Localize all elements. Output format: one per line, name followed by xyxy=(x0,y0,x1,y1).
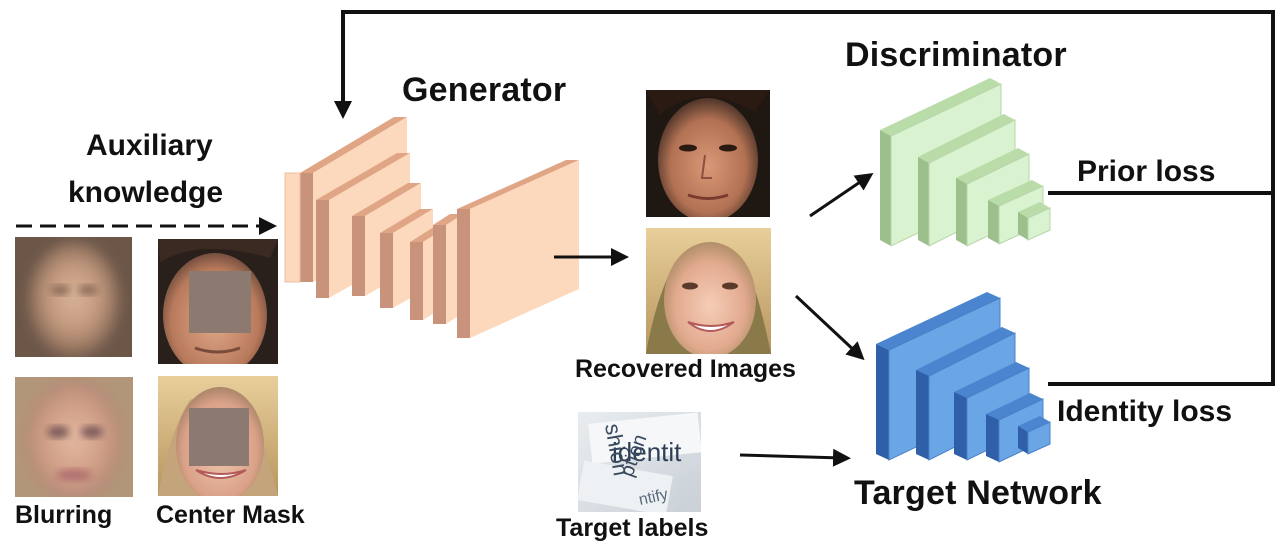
prior-loss-label: Prior loss xyxy=(1077,155,1216,188)
to-discriminator-arrow xyxy=(809,172,874,218)
blurring-label: Blurring xyxy=(15,501,113,529)
generator-network xyxy=(284,117,579,338)
to-target-network-arrow xyxy=(794,294,865,361)
target-labels-image: identit shion ption ntify xyxy=(578,412,701,512)
center-mask-block xyxy=(189,408,249,466)
recovered-image-1 xyxy=(646,90,770,217)
center-mask-face-1 xyxy=(158,239,278,364)
discriminator-network xyxy=(880,78,1051,247)
target-labels-arrow xyxy=(739,448,851,467)
target-labels-word: ntify xyxy=(637,486,669,509)
center-mask-face-2 xyxy=(158,376,278,496)
feedback-line xyxy=(334,10,1275,195)
target-labels-word: identit xyxy=(612,437,682,467)
identity-loss-label: Identity loss xyxy=(1057,395,1233,428)
target-network-label: Target Network xyxy=(854,474,1102,512)
target-network xyxy=(876,292,1051,463)
center-mask-label: Center Mask xyxy=(156,501,305,529)
recovered-images-label: Recovered Images xyxy=(575,355,796,383)
auxiliary-label-line2: knowledge xyxy=(68,176,224,209)
feedback-loop xyxy=(334,10,1275,386)
target-labels-label: Target labels xyxy=(556,514,709,542)
auxiliary-label-line1: Auxiliary xyxy=(86,129,213,162)
discriminator-label: Discriminator xyxy=(845,36,1067,74)
blurred-face-2 xyxy=(15,377,133,497)
recovered-image-2 xyxy=(646,228,771,354)
generator-label: Generator xyxy=(402,71,567,109)
center-mask-block xyxy=(189,271,251,333)
identity-loss-line xyxy=(1048,193,1275,386)
blurred-face-1 xyxy=(15,237,132,357)
